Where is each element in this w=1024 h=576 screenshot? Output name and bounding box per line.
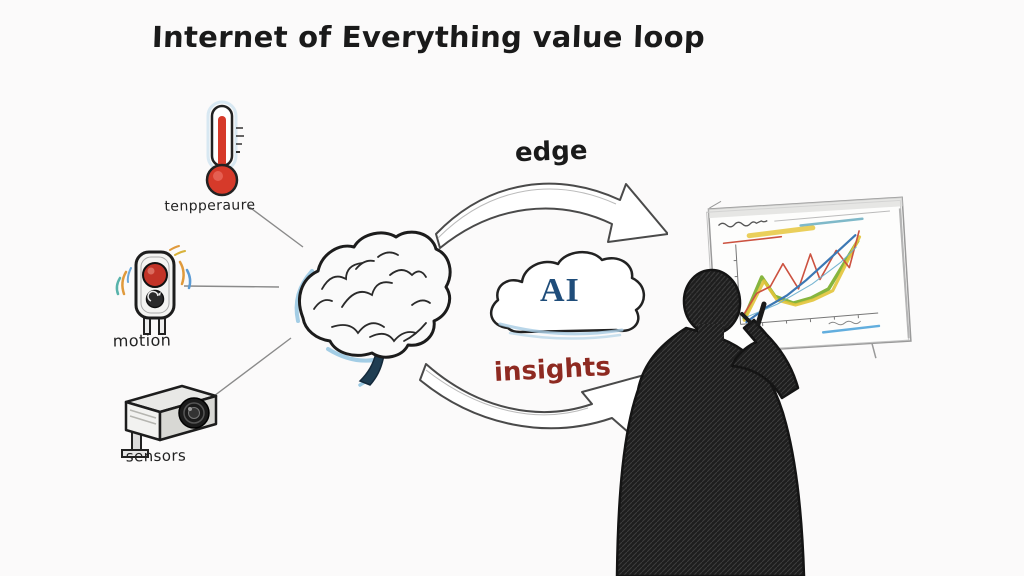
edge-label: edge	[514, 135, 589, 169]
insights-label: insights	[493, 351, 612, 389]
presenter-arm	[730, 318, 800, 400]
security-camera-icon	[121, 384, 218, 458]
connector-motion-to-brain	[183, 285, 280, 288]
thermometer-icon	[205, 100, 244, 197]
whiteboard-title-scribble	[718, 220, 768, 228]
whiteboard-series-group	[722, 217, 881, 334]
ai-cloud-icon	[489, 251, 645, 340]
whiteboard-series-teal-thin-line	[743, 246, 857, 319]
connector-temperature-to-brain	[247, 205, 304, 248]
connector-camera-to-brain	[205, 337, 292, 403]
presenter-figure	[612, 262, 817, 576]
whiteboard-series-yellow-swoosh-top	[746, 225, 816, 239]
ai-label: AI	[540, 272, 580, 309]
whiteboard-series-red-flat-left	[722, 235, 783, 245]
motion-sensor-icon	[115, 245, 192, 335]
presenter-neck	[698, 324, 724, 340]
whiteboard-series-yellow-line	[742, 235, 862, 322]
brain-gyri	[313, 251, 431, 343]
whiteboard-annotation-scribble	[828, 320, 861, 326]
whiteboard-series-teal-swoosh-top	[799, 217, 864, 227]
whiteboard-series-blue-underline-bottom	[821, 324, 881, 334]
presenter-pointing-finger	[755, 301, 767, 327]
edge-arrow	[435, 182, 668, 249]
brain-icon	[294, 230, 452, 387]
whiteboard-series-red-line	[743, 230, 860, 315]
sensors-label: sensors	[125, 446, 187, 466]
temperature-label: tenpperaure	[164, 197, 256, 215]
motion-label: motion	[112, 330, 172, 351]
